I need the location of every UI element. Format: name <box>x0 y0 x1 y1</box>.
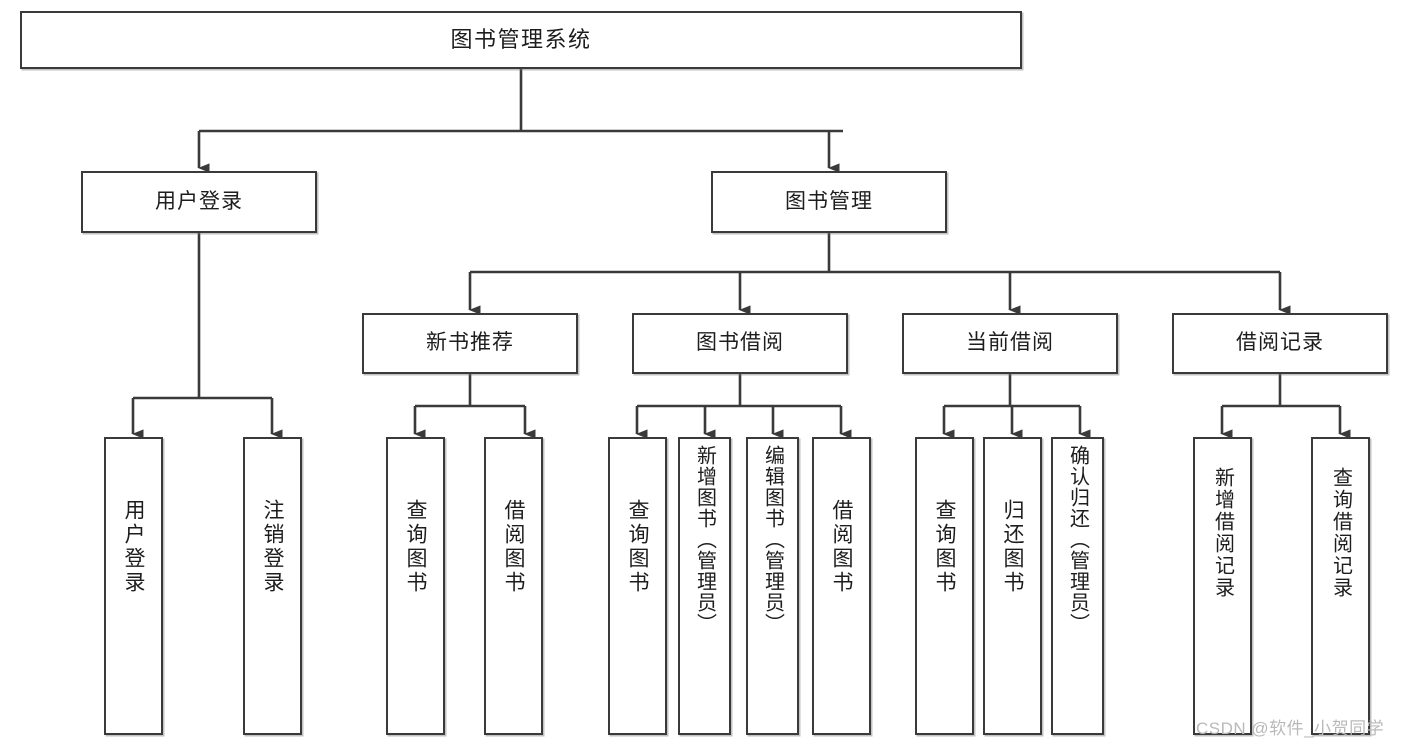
node-leaf-cur-confirm-label: 确认归还（管理员） <box>1066 445 1089 634</box>
node-leaf-rec-query2-label: 查询借阅记录 <box>1329 467 1352 599</box>
node-leaf-borrow-add-label: 新增图书（管理员） <box>693 445 716 634</box>
node-leaf-rec-query-label: 查询图书 <box>404 499 427 595</box>
node-leaf-borrow-lend-label: 借阅图书 <box>830 499 853 595</box>
node-leaf-user-login[interactable]: 用户登录 <box>104 437 163 735</box>
node-leaf-rec-borrow-label: 借阅图书 <box>502 499 525 595</box>
node-new-book-rec[interactable]: 新书推荐 <box>362 313 578 374</box>
node-root[interactable]: 图书管理系统 <box>20 11 1022 69</box>
node-current-borrow-label: 当前借阅 <box>966 331 1054 355</box>
node-leaf-borrow-add[interactable]: 新增图书（管理员） <box>678 437 731 735</box>
node-leaf-rec-borrow[interactable]: 借阅图书 <box>484 437 543 735</box>
node-leaf-rec-add[interactable]: 新增借阅记录 <box>1193 437 1252 735</box>
node-new-book-rec-label: 新书推荐 <box>426 331 514 355</box>
node-user-login-label: 用户登录 <box>155 189 243 213</box>
node-leaf-user-login-label: 用户登录 <box>122 499 145 595</box>
node-book-borrow[interactable]: 图书借阅 <box>632 313 848 374</box>
node-borrow-record[interactable]: 借阅记录 <box>1172 313 1388 374</box>
node-borrow-record-label: 借阅记录 <box>1236 331 1324 355</box>
node-leaf-rec-add-label: 新增借阅记录 <box>1211 467 1234 599</box>
node-leaf-cur-return[interactable]: 归还图书 <box>983 437 1042 735</box>
node-leaf-rec-query2[interactable]: 查询借阅记录 <box>1311 437 1370 735</box>
node-leaf-user-logout[interactable]: 注销登录 <box>243 437 302 735</box>
node-user-login[interactable]: 用户登录 <box>81 171 317 233</box>
node-leaf-cur-query[interactable]: 查询图书 <box>915 437 974 735</box>
node-leaf-cur-confirm[interactable]: 确认归还（管理员） <box>1051 437 1104 735</box>
node-current-borrow[interactable]: 当前借阅 <box>902 313 1118 374</box>
node-leaf-borrow-query-label: 查询图书 <box>626 499 649 595</box>
node-root-label: 图书管理系统 <box>450 27 592 53</box>
node-book-manage-label: 图书管理 <box>785 189 873 213</box>
node-leaf-borrow-edit[interactable]: 编辑图书（管理员） <box>746 437 799 735</box>
node-leaf-cur-query-label: 查询图书 <box>933 499 956 595</box>
node-book-borrow-label: 图书借阅 <box>696 331 784 355</box>
node-leaf-rec-query[interactable]: 查询图书 <box>386 437 445 735</box>
node-book-manage[interactable]: 图书管理 <box>711 171 947 233</box>
node-leaf-borrow-lend[interactable]: 借阅图书 <box>812 437 871 735</box>
node-leaf-cur-return-label: 归还图书 <box>1001 499 1024 595</box>
node-leaf-borrow-edit-label: 编辑图书（管理员） <box>761 445 784 634</box>
node-leaf-user-logout-label: 注销登录 <box>261 499 284 595</box>
node-leaf-borrow-query[interactable]: 查询图书 <box>608 437 667 735</box>
